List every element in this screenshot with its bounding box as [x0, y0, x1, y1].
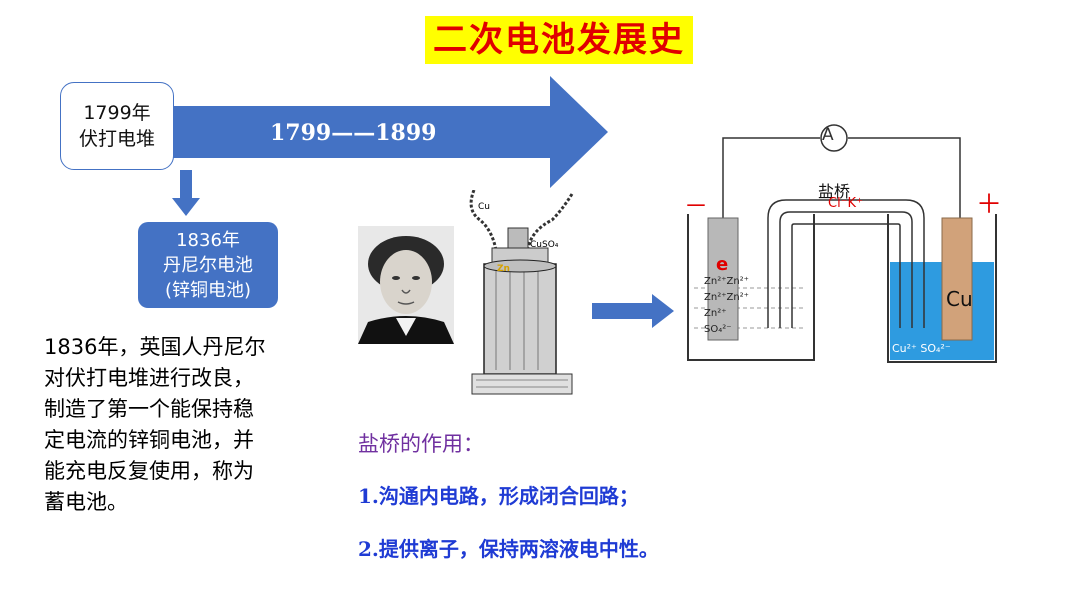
- page-title: 二次电池发展史: [425, 16, 693, 64]
- description-line: 能充电反复使用，称为: [44, 456, 326, 487]
- battery-cuso4-label: CuSO₄: [530, 240, 558, 250]
- voltaic-pile-box: 1799年 伏打电堆: [60, 82, 174, 170]
- battery-cu-label: Cu: [478, 202, 490, 212]
- salt-bridge-point: 2.提供离子，保持两溶液电中性。: [358, 533, 659, 562]
- left-ions: Zn²⁺Zn²⁺ Zn²⁺Zn²⁺ Zn²⁺ SO₄²⁻: [704, 274, 749, 338]
- description-line: 定电流的锌铜电池，并: [44, 425, 326, 456]
- battery-zn-label: Zn: [497, 264, 510, 274]
- salt-bridge-point: 1.沟通内电路，形成闭合回路；: [358, 480, 639, 509]
- bridge-ions-label: Cl⁻K⁺: [828, 196, 863, 211]
- positive-terminal-label: ＋: [976, 184, 1002, 221]
- daniell-cell-box: 1836年 丹尼尔电池 (锌铜电池): [138, 222, 278, 308]
- left-ion-line: Zn²⁺Zn²⁺: [704, 274, 749, 290]
- daniell-battery-image: [462, 190, 580, 404]
- right-arrow-icon: [592, 294, 676, 328]
- history-description: 1836年，英国人丹尼尔 对伏打电堆进行改良， 制造了第一个能保持稳 定电流的锌…: [44, 332, 326, 518]
- daniell-alias: (锌铜电池): [138, 278, 278, 303]
- left-ion-line: Zn²⁺: [704, 306, 749, 322]
- negative-terminal-label: －: [684, 186, 708, 221]
- description-line: 对伏打电堆进行改良，: [44, 363, 326, 394]
- description-line: 制造了第一个能保持稳: [44, 394, 326, 425]
- right-ions: Cu²⁺ SO₄²⁻: [892, 342, 951, 355]
- daniell-portrait-image: [358, 226, 454, 344]
- left-ion-line: SO₄²⁻: [704, 322, 749, 338]
- daniell-name: 丹尼尔电池: [138, 253, 278, 278]
- voltaic-pile-name: 伏打电堆: [61, 126, 173, 152]
- description-line: 蓄电池。: [44, 487, 326, 518]
- ammeter-label: A: [822, 125, 834, 145]
- timeline-arrow-label: 1799——1899: [270, 120, 436, 146]
- description-line: 1836年，英国人丹尼尔: [44, 332, 326, 363]
- down-arrow-icon: [172, 170, 200, 218]
- daniell-year: 1836年: [138, 228, 278, 253]
- left-ion-line: Zn²⁺Zn²⁺: [704, 290, 749, 306]
- voltaic-pile-year: 1799年: [61, 100, 173, 126]
- electron-label: e: [716, 254, 728, 275]
- cu-electrode-label: Cu: [946, 287, 973, 311]
- salt-bridge-heading: 盐桥的作用：: [358, 428, 484, 458]
